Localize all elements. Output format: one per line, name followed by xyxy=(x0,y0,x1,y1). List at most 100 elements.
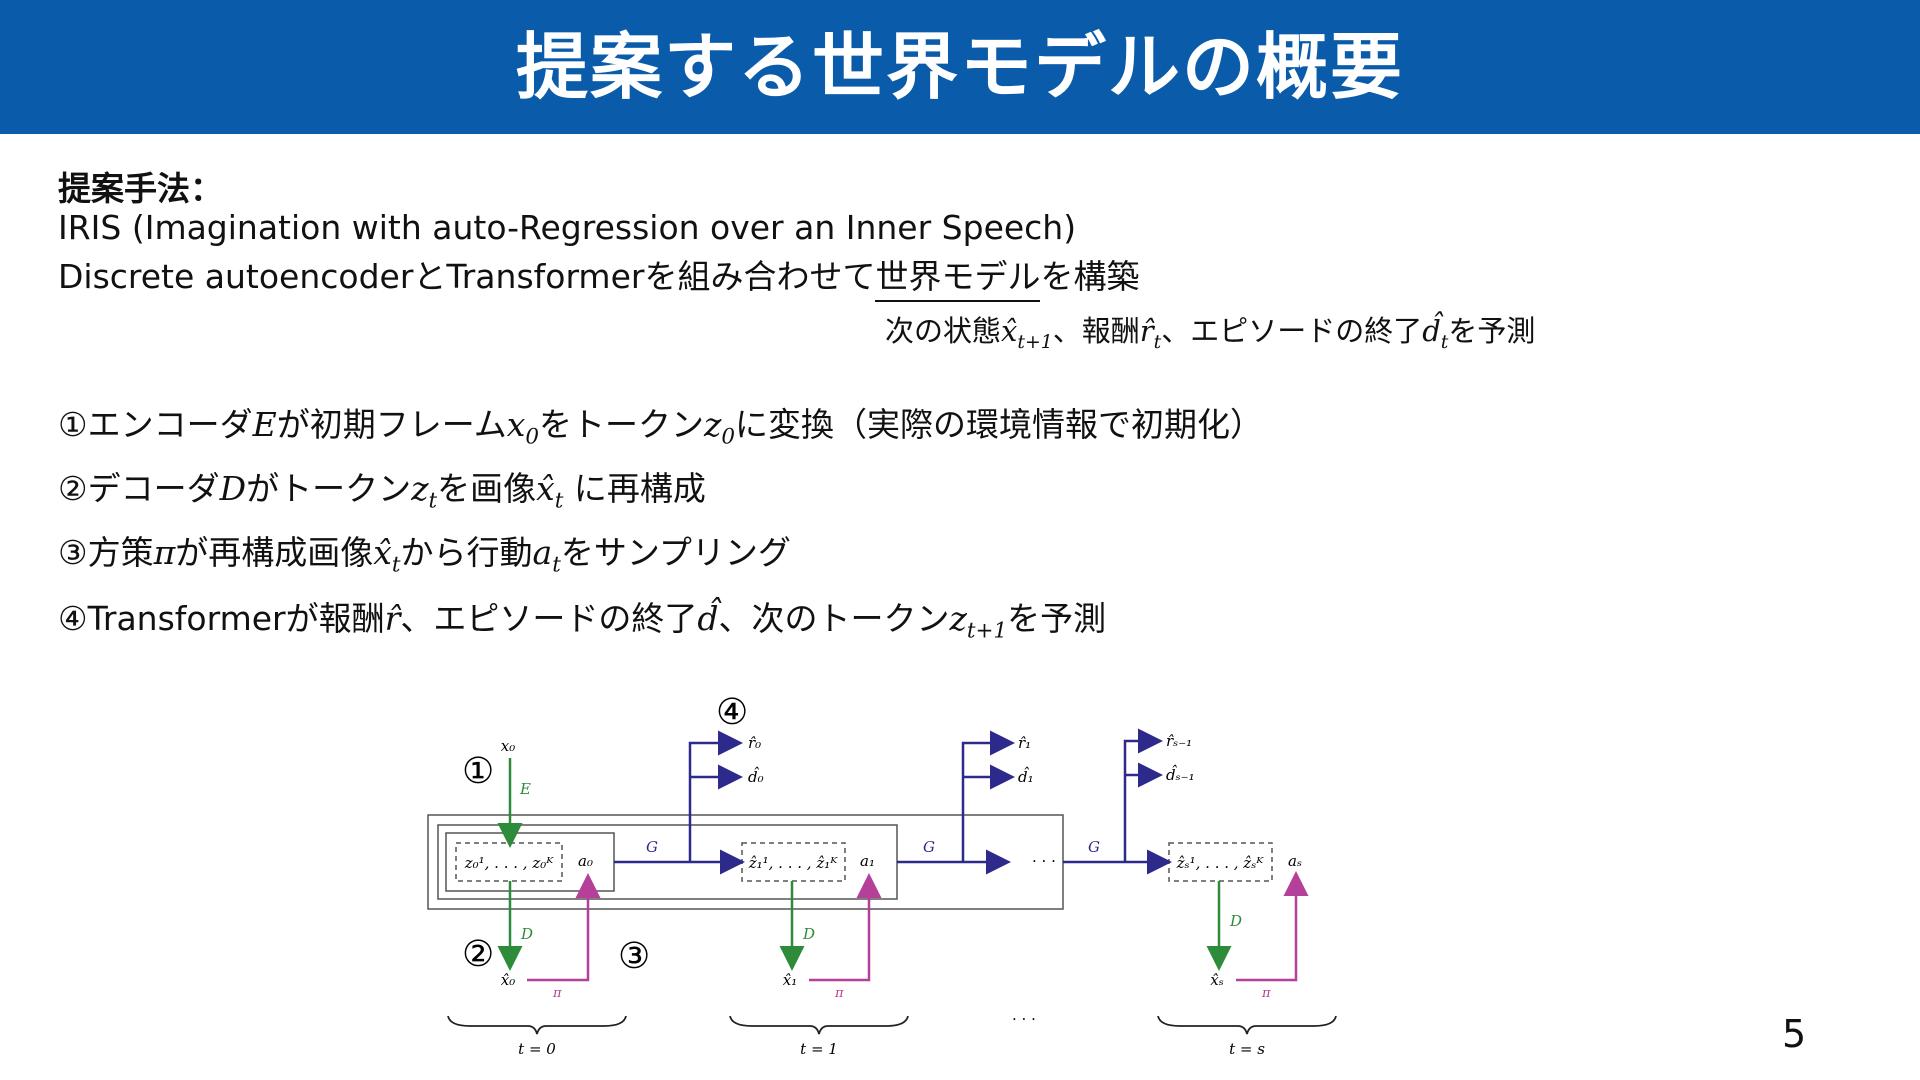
step-text: を画像 xyxy=(437,469,537,508)
output-ds: d̂ₛ₋₁ xyxy=(1166,765,1195,784)
math-symbol: d̂ xyxy=(1422,314,1441,348)
math-symbol: z xyxy=(703,405,722,444)
math-symbol: x̂ xyxy=(1001,314,1018,348)
step-text: 、次のトークン xyxy=(718,599,950,638)
token-label: ẑₛ¹, . . . , ẑₛᴷ xyxy=(1176,854,1265,872)
timestep-label: t = s xyxy=(1229,1040,1265,1058)
token-label: ẑ₁¹, . . . , ẑ₁ᴷ xyxy=(748,854,839,872)
math-subscript: t+1 xyxy=(1017,331,1053,353)
timestep-label: t = 1 xyxy=(800,1040,838,1058)
step-text: ③方策 xyxy=(58,533,154,572)
timestep-brace xyxy=(447,1015,627,1035)
predict-text: 、報酬 xyxy=(1052,314,1140,348)
ellipsis-mid: · · · xyxy=(1032,852,1056,870)
predict-text: 次の状態 xyxy=(885,314,1002,348)
title-bar xyxy=(0,0,1920,134)
output-r0: r̂₀ xyxy=(748,734,761,752)
math-symbol: E xyxy=(252,405,277,444)
math-symbol: D xyxy=(219,469,247,508)
edge-D: D xyxy=(520,925,533,943)
math-subscript: t+1 xyxy=(966,618,1008,644)
step-text: をサンプリング xyxy=(560,533,791,572)
page-number: 5 xyxy=(1782,1012,1807,1056)
step-text: ①エンコーダ xyxy=(58,405,253,444)
timestep-label: t = 0 xyxy=(518,1040,556,1058)
math-subscript: t xyxy=(391,552,401,578)
math-subscript: t xyxy=(1440,331,1449,353)
policy-arrow xyxy=(809,873,882,982)
math-subscript: t xyxy=(428,488,438,514)
slide-title: 提案する世界モデルの概要 xyxy=(515,25,1404,109)
recon-x0: x̂₀ xyxy=(501,971,515,989)
math-subscript: 0 xyxy=(525,424,539,450)
action-label: a₀ xyxy=(578,852,593,870)
action-label: aₛ xyxy=(1288,852,1302,870)
step-text: が初期フレーム xyxy=(276,405,507,444)
step-text: に変換（実際の環境情報で初期化） xyxy=(735,405,1263,444)
construction-line: Discrete autoencoderとTransformerを組み合わせて世… xyxy=(58,250,1140,302)
predict-note: 次の状態x̂t+1、報酬r̂t、エピソードの終了d̂tを予測 xyxy=(885,308,1535,353)
step-1: ①エンコーダEが初期フレームx0をトークンz0に変換（実際の環境情報で初期化） xyxy=(58,398,1263,450)
math-subscript: 0 xyxy=(721,424,735,450)
method-label: 提案手法： xyxy=(58,169,223,208)
step-3: ③方策πが再構成画像x̂tから行動atをサンプリング xyxy=(58,526,791,578)
math-subscript: t xyxy=(552,552,561,578)
construction-suffix: を構築 xyxy=(1040,257,1140,296)
math-symbol: x xyxy=(506,405,526,444)
math-symbol: z xyxy=(411,469,429,508)
step-text: ②デコーダ xyxy=(58,469,220,508)
output-r1: r̂₁ xyxy=(1018,734,1031,752)
callout-1: ① xyxy=(462,751,494,792)
math-symbol: π xyxy=(153,533,176,572)
action-label: a₁ xyxy=(860,852,875,870)
step-text: をトークン xyxy=(538,405,704,444)
edge-pi: π xyxy=(834,986,844,1001)
edge-G: G xyxy=(923,838,935,856)
predict-text: を予測 xyxy=(1448,314,1536,348)
math-symbol: x̂ xyxy=(373,533,392,572)
recon-x1: x̂₁ xyxy=(783,971,797,989)
edge-D: D xyxy=(802,925,815,943)
policy-arrow xyxy=(527,873,601,982)
math-symbol: d̂ xyxy=(697,599,719,638)
output-d1: d̂₁ xyxy=(1018,767,1034,786)
construction-prefix: Discrete autoencoderとTransformerを組み合わせて xyxy=(58,257,876,296)
step-text: が再構成画像 xyxy=(175,533,374,572)
math-symbol: x̂ xyxy=(536,469,555,508)
recon-xs: x̂ₛ xyxy=(1210,971,1224,989)
method-name: IRIS (Imagination with auto-Regression o… xyxy=(58,208,1077,247)
edge-G: G xyxy=(1088,838,1100,856)
step-text: がトークン xyxy=(246,469,412,508)
timestep-brace xyxy=(1157,1015,1337,1035)
step-text: ④Transformerが報酬 xyxy=(58,599,385,638)
math-subscript: t xyxy=(1153,331,1162,353)
step-text: から行動 xyxy=(400,533,533,572)
world-model-highlight: 世界モデル xyxy=(875,257,1041,302)
token-label: z₀¹, . . . , z₀ᴷ xyxy=(464,854,555,872)
step-text: を予測 xyxy=(1007,599,1107,638)
input-x0: x₀ xyxy=(501,737,515,755)
step-text: 、エピソードの終了 xyxy=(400,599,698,638)
edge-E: E xyxy=(519,780,531,798)
callout-2: ② xyxy=(462,934,494,975)
math-symbol: r̂ xyxy=(1139,314,1154,348)
edge-pi: π xyxy=(552,986,562,1001)
math-symbol: a xyxy=(532,533,553,572)
policy-arrow xyxy=(1236,871,1309,982)
predict-text: 、エピソードの終了 xyxy=(1161,314,1423,348)
reward-arrow xyxy=(688,730,743,862)
math-symbol: z xyxy=(949,599,967,638)
reward-arrow xyxy=(961,730,1015,862)
ellipsis-bottom: · · · xyxy=(1012,1010,1036,1028)
output-rs: r̂ₛ₋₁ xyxy=(1166,732,1192,750)
output-d0: d̂₀ xyxy=(748,767,764,786)
edge-D: D xyxy=(1229,912,1242,930)
step-4: ④Transformerが報酬r̂、エピソードの終了d̂、次のトークンzt+1を… xyxy=(58,592,1106,644)
step-text: に再構成 xyxy=(563,469,706,508)
callout-4: ④ xyxy=(716,692,748,733)
reward-arrow xyxy=(1123,728,1163,862)
edge-G: G xyxy=(646,838,658,856)
callout-3: ③ xyxy=(618,936,650,977)
step-2: ②デコーダDがトークンztを画像x̂t に再構成 xyxy=(58,462,706,514)
